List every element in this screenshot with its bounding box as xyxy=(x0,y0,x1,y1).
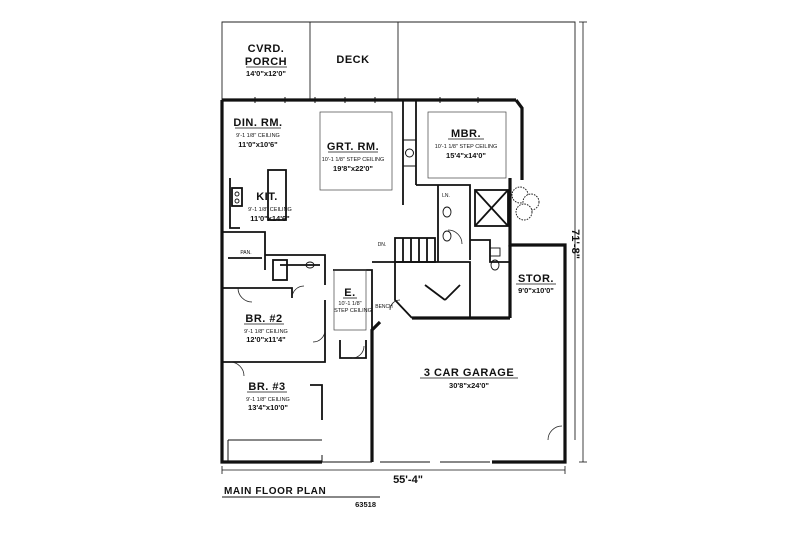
linen-label: LN. xyxy=(442,193,450,199)
bedroom-3-ceiling: 9'-1 1/8" CEILING xyxy=(246,397,290,403)
bedroom-3-name: BR. #3 xyxy=(248,381,285,393)
stair-down-label: DN. xyxy=(378,242,387,248)
dimension-lines xyxy=(221,21,587,474)
master-bedroom-ceiling: 10'-1 1/8" STEP CEILING xyxy=(435,144,498,150)
storage-name: STOR. xyxy=(518,273,554,285)
great-room-name: GRT. RM. xyxy=(327,141,379,153)
plan-number: 63518 xyxy=(355,500,376,509)
great-room-size: 19'8"x22'0" xyxy=(333,164,373,173)
bench-label: BENCH xyxy=(375,304,393,310)
porch-size: 14'0"x12'0" xyxy=(246,69,286,78)
step-ceiling-outlines xyxy=(319,111,507,331)
exterior-walls xyxy=(220,98,567,464)
pantry-name: PAN. xyxy=(240,250,251,256)
bedroom-3-size: 13'4"x10'0" xyxy=(248,403,288,412)
dining-room-name: DIN. RM. xyxy=(233,117,282,129)
bedroom-2-ceiling: 9'-1 1/8" CEILING xyxy=(244,329,288,335)
entry-name: E. xyxy=(344,287,355,299)
front-porch xyxy=(227,439,372,463)
overall-depth-dimension: 71'-8" xyxy=(569,229,581,259)
dining-room-ceiling: 9'-1 1/8" CEILING xyxy=(236,133,280,139)
master-bedroom-name: MBR. xyxy=(451,128,481,140)
dining-room-size: 11'0"x10'6" xyxy=(238,140,278,149)
kitchen-name: KIT. xyxy=(256,191,278,203)
storage-size: 9'0"x10'0" xyxy=(518,286,554,295)
entry-ceiling-line1: 10'-1 1/8" xyxy=(338,301,361,307)
garage-name: 3 CAR GARAGE xyxy=(424,367,514,379)
garage-size: 30'8"x24'0" xyxy=(449,381,489,390)
deck-name: DECK xyxy=(336,54,369,66)
kitchen-size: 11'0"x14'6" xyxy=(250,214,290,223)
rear-windows xyxy=(254,97,479,103)
entry-ceiling-line2: STEP CEILING xyxy=(334,308,372,314)
fireplace xyxy=(402,139,417,167)
bedroom-2-size: 12'0"x11'4" xyxy=(246,335,286,344)
plumbing-fixtures xyxy=(234,191,501,271)
shrub-cluster xyxy=(511,186,540,221)
overall-width-dimension: 55'-4" xyxy=(393,474,423,486)
site-lines xyxy=(221,21,576,440)
room-labels: CVRD. PORCH 14'0"x12'0" DECK DIN. RM. 9'… xyxy=(233,43,556,412)
porch-name-line2: PORCH xyxy=(245,56,287,68)
bedroom-2-name: BR. #2 xyxy=(245,313,282,325)
plan-title: MAIN FLOOR PLAN xyxy=(224,486,326,497)
great-room-ceiling: 10'-1 1/8" STEP CEILING xyxy=(322,157,385,163)
master-bedroom-size: 15'4"x14'0" xyxy=(446,151,486,160)
porch-name-line1: CVRD. xyxy=(248,43,285,55)
door-swings xyxy=(229,229,563,441)
kitchen-ceiling: 9'-1 1/8" CEILING xyxy=(248,207,292,213)
